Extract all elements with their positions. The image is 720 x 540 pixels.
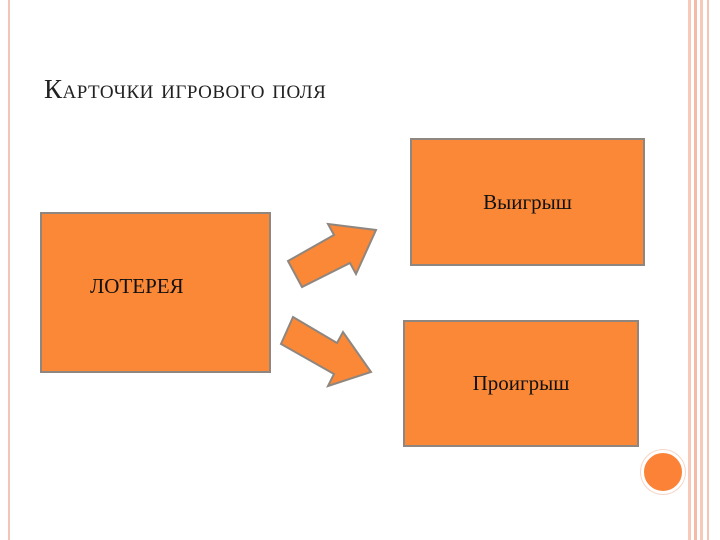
win-label: Выигрыш [483,189,572,214]
slide-title: Карточки игрового поля [44,74,327,104]
slide-right-stripes [688,0,712,540]
arrow-to-win [286,222,378,289]
slide-left-border [8,0,10,540]
decorative-circle [641,450,685,494]
lose-box: Проигрыш [403,320,639,447]
arrow-to-lose [279,315,373,388]
win-box: Выигрыш [410,138,645,266]
lose-label: Проигрыш [472,371,570,395]
lottery-label: ЛОТЕРЕЯ [90,274,184,298]
lottery-box: ЛОТЕРЕЯ [40,212,271,373]
